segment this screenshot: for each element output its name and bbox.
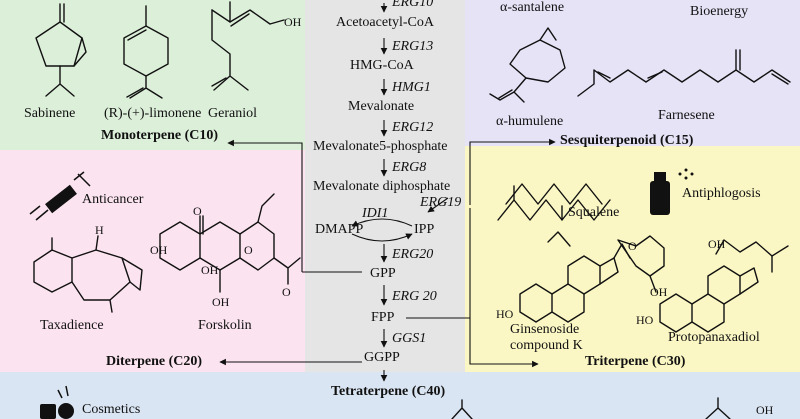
enzyme-erg20: ERG20: [392, 247, 434, 262]
application-antiphlogosis: Antiphlogosis: [682, 186, 761, 201]
monoterpene-panel: [0, 0, 305, 150]
metabolite-mevalonate: Mevalonate: [348, 99, 415, 114]
arrow-ipp-to-dmapp: [351, 218, 413, 227]
enzyme-erg-20: ERG 20: [392, 289, 437, 304]
metabolite-gpp: GPP: [370, 266, 396, 281]
santalene-structure: [489, 27, 566, 103]
farnesene-structure: [577, 49, 791, 97]
syringe-icon: [29, 171, 91, 221]
tetraterpene-panel: [0, 372, 800, 419]
tetraterpene-fragments: [451, 397, 731, 419]
enzyme-hmg1: HMG1: [392, 80, 431, 95]
protopanaxadiol-oh-label: OH: [708, 237, 726, 251]
taxadiene-h-label: H: [95, 223, 104, 237]
arrow-fpp-to-sesquiterpenoid: [469, 138, 556, 205]
metabolite-ipp: IPP: [414, 222, 435, 237]
diterpene-panel: [0, 150, 305, 372]
protopanaxadiol-structure: [659, 239, 789, 333]
application-anticancer: Anticancer: [82, 192, 144, 207]
spray-can-icon: [650, 168, 694, 215]
geraniol-structure: [211, 1, 285, 91]
forskolin-oh-label-2: OH: [201, 263, 219, 277]
protopanaxadiol-ho-label: HO: [636, 313, 654, 327]
forskolin-oh-label-3: OH: [212, 295, 230, 309]
squalene-structure: [497, 183, 611, 221]
geraniol-oh-label: OH: [284, 15, 302, 29]
sesquiterpenoid-heading: Sesquiterpenoid (C15): [560, 133, 694, 148]
ginsenoside-oh-label: OH: [650, 285, 668, 299]
tetraterpene-heading: Tetraterpene (C40): [331, 384, 446, 399]
metabolite-dmapp: DMAPP: [315, 222, 364, 237]
metabolite-mevalonate-diphosphate: Mevalonate diphosphate: [313, 179, 451, 194]
forskolin-ring-o-label: O: [244, 243, 253, 257]
center-pathway-panel: [305, 0, 465, 372]
enzyme-erg8: ERG8: [392, 160, 427, 175]
forskolin-o-label: O: [193, 204, 202, 218]
compound-forskolin: Forskolin: [198, 318, 252, 333]
arrow-to-ipp: [427, 197, 449, 213]
compound-farnesene: Farnesene: [658, 108, 715, 123]
compound-geraniol: Geraniol: [208, 106, 257, 121]
metabolite-mevalonate5-phosphate: Mevalonate5-phosphate: [313, 139, 448, 154]
sabinene-structure: [35, 3, 87, 97]
compound-protopanaxadiol: Protopanaxadiol: [668, 330, 760, 345]
forskolin-structure: [159, 193, 301, 293]
enzyme-erg13: ERG13: [392, 39, 434, 54]
taxadiene-structure: [33, 235, 143, 313]
metabolite-fpp: FPP: [371, 310, 395, 325]
compound-limonene: (R)-(+)-limonene: [104, 106, 202, 121]
compound-taxadience: Taxadience: [40, 318, 104, 333]
compound-ginsenoside-line-2: compound K: [510, 338, 583, 353]
compound-squalene: Squalene: [568, 205, 620, 220]
monoterpene-heading: Monoterpene (C10): [101, 128, 219, 143]
ginsenoside-o-label: O: [628, 239, 637, 253]
limonene-structure: [123, 5, 169, 99]
ginsenoside-structure: [519, 231, 665, 323]
enzyme-erg19: ERG19: [420, 195, 462, 210]
application-bioenergy: Bioenergy: [690, 4, 749, 19]
metabolite-hmg-coa: HMG-CoA: [350, 58, 414, 73]
enzyme-erg12: ERG12: [392, 120, 434, 135]
application-cosmetics: Cosmetics: [82, 402, 141, 417]
compound-alpha-humulene: α-humulene: [496, 114, 564, 129]
cosmetics-icon: [40, 385, 74, 419]
tetraterpene-oh-label: OH: [756, 403, 774, 417]
compound-ginsenoside-line-1: Ginsenoside: [510, 322, 580, 337]
arrow-dmapp-to-ipp: [351, 233, 413, 242]
enzyme-erg10: ERG10: [392, 0, 434, 10]
enzyme-ggs1: GGS1: [392, 331, 427, 346]
ginsenoside-ho-label: HO: [496, 307, 514, 321]
arrow-gpp-to-monoterpene: [228, 143, 362, 273]
compound-sabinene: Sabinene: [24, 106, 76, 121]
metabolite-acetoacetyl-coa: Acetoacetyl-CoA: [336, 15, 434, 30]
diterpene-heading: Diterpene (C20): [106, 354, 203, 369]
forskolin-oh-label-1: OH: [150, 243, 168, 257]
arrow-fpp-to-triterpene: [469, 318, 539, 368]
triterpene-heading: Triterpene (C30): [585, 354, 686, 369]
forskolin-ester-o-label: O: [282, 285, 291, 299]
enzyme-idi1: IDI1: [362, 206, 389, 221]
triterpene-panel: [465, 146, 800, 372]
metabolite-ggpp: GGPP: [364, 350, 400, 365]
pathway-arrows: [351, 3, 449, 382]
compound-alpha-santalene: α-santalene: [500, 0, 565, 15]
